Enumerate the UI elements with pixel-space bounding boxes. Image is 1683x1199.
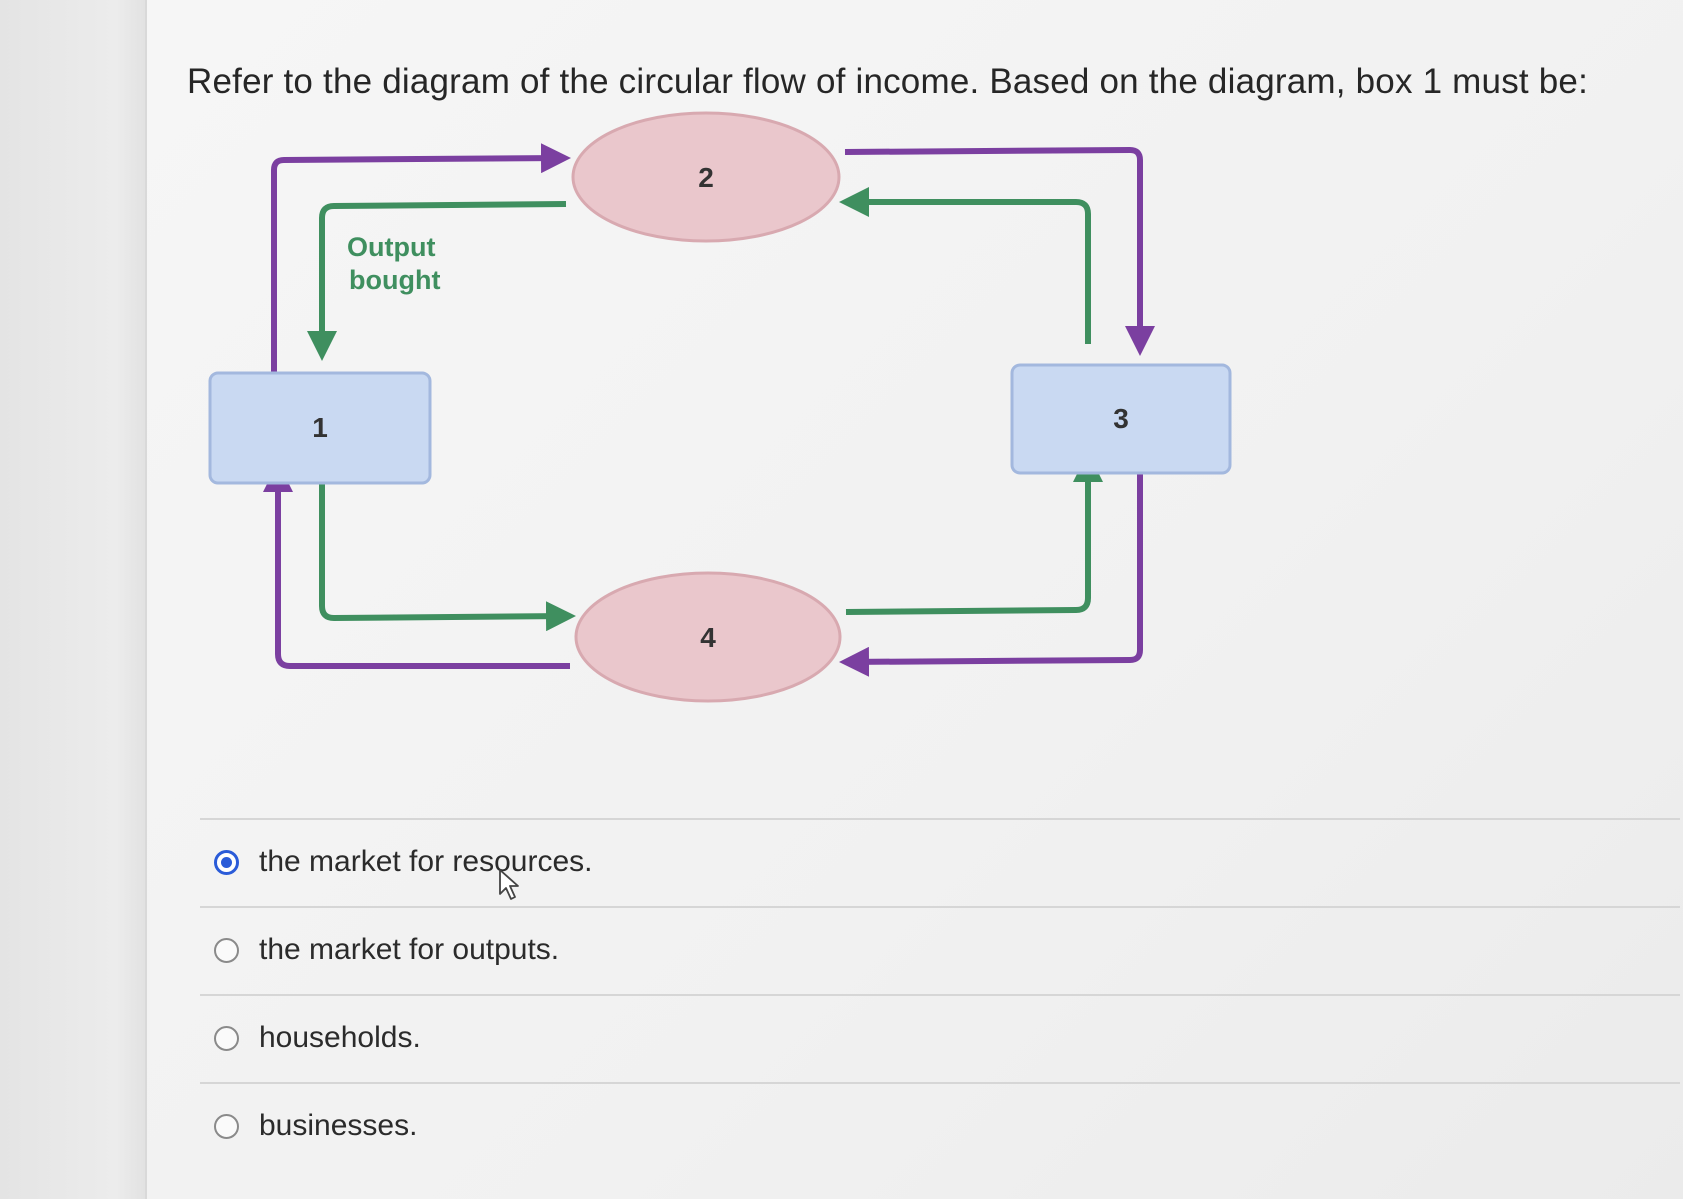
option-label: the market for resources. bbox=[259, 845, 593, 878]
purple-flow-top-right bbox=[844, 146, 1155, 356]
option-label: businesses. bbox=[259, 1109, 418, 1142]
option-label: the market for outputs. bbox=[259, 933, 560, 966]
radio-button[interactable] bbox=[214, 1113, 239, 1139]
option-label: households. bbox=[259, 1021, 421, 1054]
left-margin-panel bbox=[0, 0, 147, 1199]
box-1-label: 1 bbox=[312, 412, 328, 443]
option-market-for-outputs[interactable]: the market for outputs. bbox=[200, 906, 1680, 994]
mouse-pointer-icon bbox=[499, 869, 519, 900]
box-3-label: 3 bbox=[1113, 403, 1129, 434]
circular-flow-diagram: 1 3 2 4 Output bought bbox=[190, 110, 1330, 770]
purple-flow-bottom-right bbox=[839, 450, 1143, 677]
green-flow-bottom-left bbox=[319, 458, 576, 632]
radio-button[interactable] bbox=[214, 937, 239, 963]
green-flow-bottom-right bbox=[845, 452, 1103, 615]
radio-button-selected[interactable] bbox=[214, 849, 239, 875]
output-bought-label-line1: Output bbox=[347, 232, 435, 262]
ellipse-2 bbox=[571, 111, 841, 243]
purple-flow-top-left bbox=[271, 143, 571, 372]
green-flow-top-right bbox=[839, 187, 1091, 344]
box-1 bbox=[208, 371, 432, 485]
ellipse-2-label: 2 bbox=[698, 162, 714, 193]
green-flow-top-left bbox=[307, 201, 567, 361]
option-businesses[interactable]: businesses. bbox=[200, 1082, 1680, 1170]
option-households[interactable]: households. bbox=[200, 994, 1680, 1082]
output-bought-label-line2: bought bbox=[349, 265, 440, 295]
radio-button[interactable] bbox=[214, 1025, 239, 1051]
question-text: Refer to the diagram of the circular flo… bbox=[187, 62, 1589, 101]
option-market-for-resources[interactable]: the market for resources. bbox=[200, 818, 1680, 906]
box-3 bbox=[1010, 363, 1232, 475]
purple-flow-bottom-left bbox=[263, 462, 570, 669]
ellipse-4-label: 4 bbox=[700, 622, 716, 653]
ellipse-4 bbox=[574, 571, 842, 703]
